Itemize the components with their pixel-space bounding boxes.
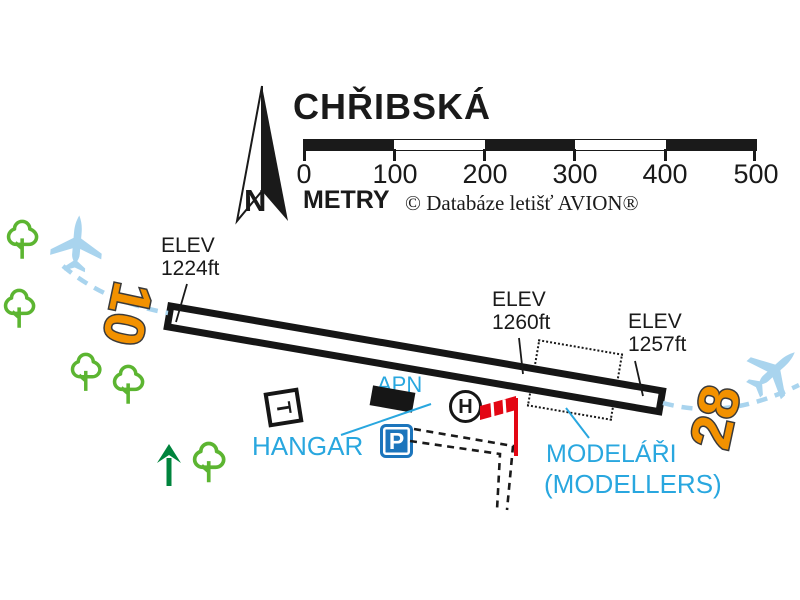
modellers-label-cz: MODELÁŘI (546, 440, 677, 468)
airplane-icon-left (48, 213, 105, 274)
leader-line (175, 283, 188, 323)
parking-sign: P (380, 424, 413, 458)
north-arrow-icon (235, 85, 288, 225)
scale-bar-segment (575, 140, 666, 150)
leader-line (340, 403, 432, 436)
scale-tick (573, 149, 576, 161)
scale-bar-segment (484, 140, 576, 150)
scale-unit-label: METRY (303, 186, 390, 214)
elev-label-1257: ELEV 1257ft (628, 310, 687, 356)
runway-designator-10: 10 (91, 277, 166, 351)
tree-icon (70, 352, 102, 393)
elev-label-1224: ELEV 1224ft (161, 234, 220, 280)
scale-tick-label: 100 (372, 159, 418, 189)
tree-icon (192, 441, 226, 485)
direction-arrow-icon (157, 444, 181, 486)
scale-bar-segment (304, 140, 395, 150)
leader-line (634, 360, 644, 397)
north-label: N (244, 183, 266, 218)
scale-tick (483, 149, 486, 161)
scale-tick-label: 200 (462, 159, 508, 189)
helipad-h-label: H (458, 395, 473, 418)
scale-tick-label: 0 (296, 159, 312, 189)
scale-tick (664, 149, 667, 161)
scale-tick-label: 500 (733, 159, 779, 189)
modellers-label-en: (MODELLERS) (544, 469, 722, 499)
scale-tick-label: 400 (642, 159, 688, 189)
scale-tick (753, 149, 756, 161)
parking-p-label: P (388, 427, 405, 454)
copyright-text: © Databáze letišť AVION® (405, 191, 639, 215)
leader-line (518, 337, 524, 375)
tree-icon (3, 288, 36, 330)
road-dashed (413, 427, 515, 511)
hangar-label: HANGAR (252, 431, 364, 461)
scale-bar-segment (394, 140, 485, 150)
road-dashed (409, 439, 502, 511)
tree-icon (6, 219, 39, 261)
scale-tick-label: 300 (552, 159, 598, 189)
page-title: CHŘIBSKÁ (293, 86, 492, 127)
scale-tick (393, 149, 396, 161)
scale-tick (303, 149, 306, 161)
scale-bar-segment (665, 140, 757, 150)
scale-bar (303, 139, 757, 151)
elev-label-1260: ELEV 1260ft (492, 288, 551, 334)
approach-path-left (61, 264, 169, 316)
leader-line (565, 407, 590, 439)
tree-icon (112, 364, 145, 406)
windsock-icon (480, 396, 518, 456)
runway-designator-28: 28 (678, 380, 753, 454)
